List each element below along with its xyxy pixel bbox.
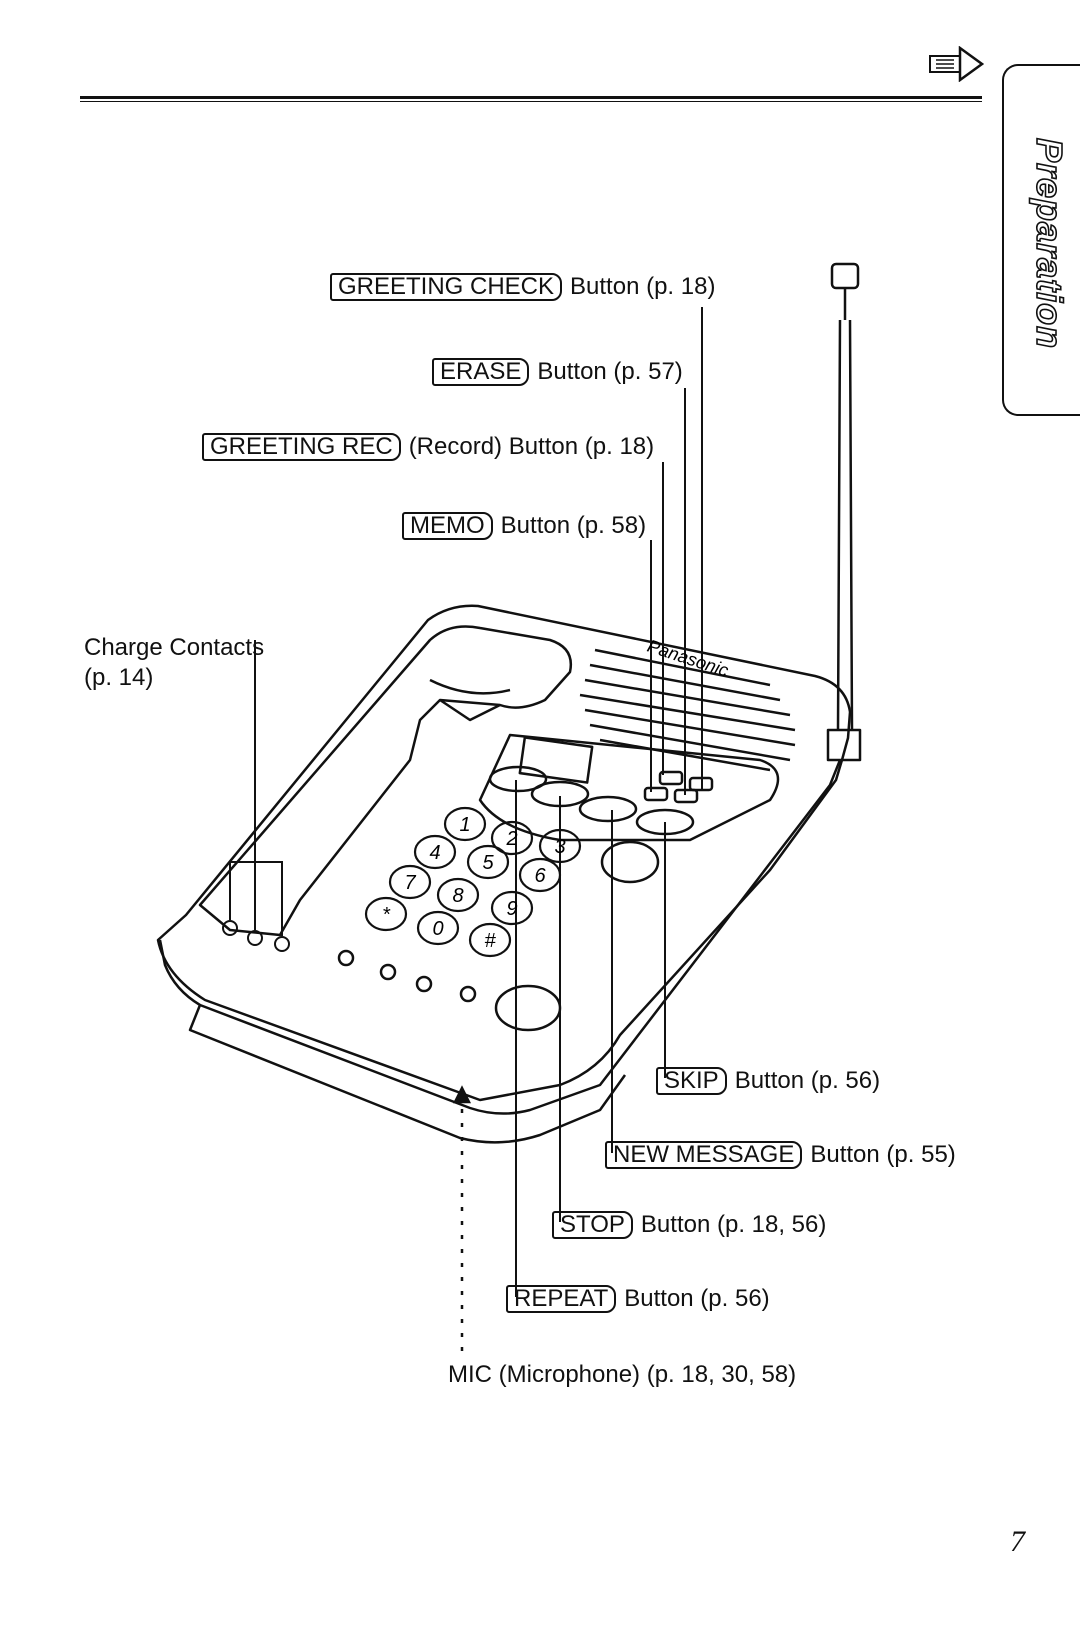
skip-callout: SKIP Button (p. 56) (656, 1066, 880, 1096)
keypad-key-label: 9 (506, 898, 517, 920)
continue-arrow-icon (929, 46, 984, 82)
keypad-key-label: 2 (505, 828, 517, 850)
greeting-check-key: GREETING CHECK (330, 273, 563, 301)
greeting-rec-text: (Record) Button (p. 18) (408, 433, 655, 460)
keypad-key-label: 3 (554, 836, 565, 858)
erase-text: Button (p. 57) (537, 358, 683, 385)
greeting-rec-key: GREETING REC (202, 433, 401, 461)
keypad-key-label: 6 (534, 865, 546, 887)
stop-key: STOP (552, 1211, 633, 1239)
keypad-key-label: 0 (432, 918, 443, 940)
new-message-key: NEW MESSAGE (605, 1141, 803, 1169)
repeat-callout: REPEAT Button (p. 56) (506, 1284, 770, 1314)
memo-callout: MEMO Button (p. 58) (402, 511, 646, 541)
erase-callout: ERASE Button (p. 57) (432, 357, 683, 387)
erase-key: ERASE (432, 358, 530, 386)
greeting-check-callout: GREETING CHECK Button (p. 18) (330, 272, 715, 302)
repeat-text: Button (p. 56) (624, 1285, 770, 1312)
memo-text: Button (p. 58) (500, 512, 647, 539)
header-rule (80, 96, 982, 99)
keypad-key-label: 5 (482, 852, 494, 874)
brand-name: Panasonic (645, 636, 731, 681)
keypad-key-label: 4 (429, 842, 440, 864)
keypad-key-label: 1 (459, 814, 470, 836)
skip-key: SKIP (656, 1067, 727, 1095)
skip-text: Button (p. 56) (734, 1067, 881, 1094)
keypad-key-label: * (382, 904, 391, 926)
charge-contacts-line2: (p. 14) (84, 664, 154, 691)
stop-callout: STOP Button (p. 18, 56) (552, 1210, 826, 1240)
new-message-callout: NEW MESSAGE Button (p. 55) (605, 1140, 956, 1170)
charge-contacts-line1: Charge Contacts (84, 634, 265, 661)
section-tab-label: Preparation (1028, 137, 1071, 350)
keypad-key-label: # (484, 930, 496, 952)
mic-callout: MIC (Microphone) (p. 18, 30, 58) (448, 1361, 797, 1388)
section-tab (1002, 64, 1080, 416)
keypad-key-label: 7 (404, 872, 416, 894)
repeat-key: REPEAT (506, 1285, 617, 1313)
greeting-check-text: Button (p. 18) (570, 273, 716, 300)
memo-key: MEMO (402, 512, 493, 540)
header-rule-thin (80, 101, 982, 102)
keypad-key-label: 8 (452, 885, 463, 907)
page-number: 7 (1010, 1525, 1025, 1558)
stop-text: Button (p. 18, 56) (640, 1211, 827, 1238)
charge-contacts-callout: Charge Contacts (p. 14) (84, 633, 264, 693)
greeting-rec-callout: GREETING REC (Record) Button (p. 18) (202, 432, 654, 462)
new-message-text: Button (p. 55) (810, 1141, 956, 1168)
